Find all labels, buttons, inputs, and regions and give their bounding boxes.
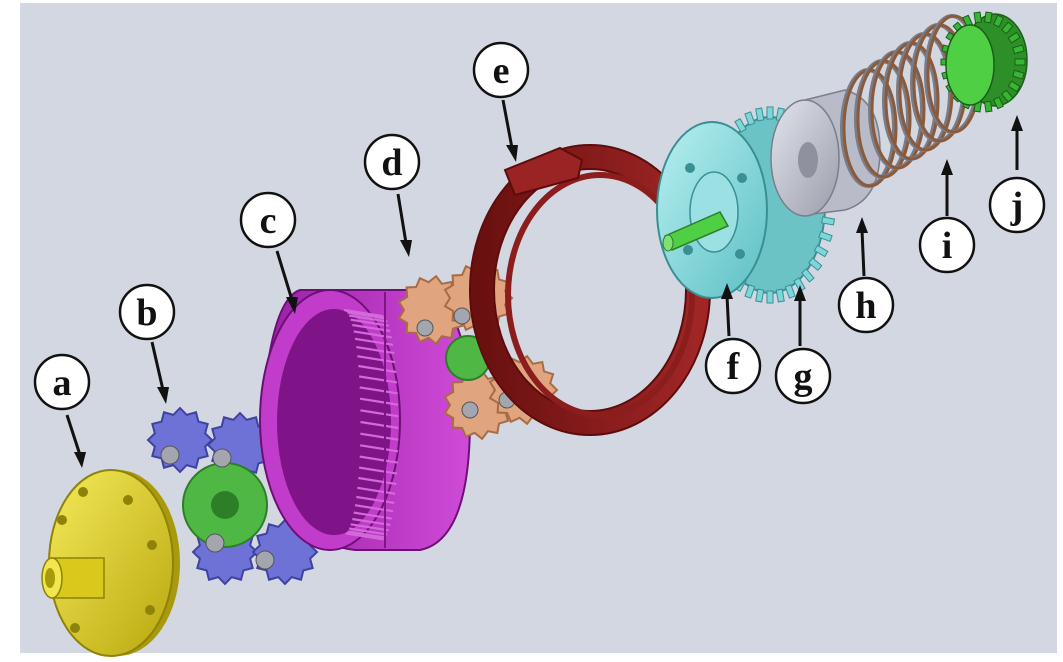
label-c: c [239,191,298,314]
ring-tooth [345,532,384,541]
label-b-text: b [136,292,157,334]
label-h-text: h [855,285,876,327]
ring-tooth [360,420,399,430]
ring-tooth [359,444,399,453]
ring-tooth [350,318,389,327]
ring-tooth [360,432,399,441]
label-d-text: d [381,142,402,184]
gear-tooth [1012,69,1025,80]
label-d: d [363,133,421,257]
ring-tooth [360,409,399,418]
gear-tooth [744,111,756,126]
ring-tooth [358,375,398,384]
ring-tooth [354,504,394,513]
gear-tooth [766,106,774,120]
ring-tooth [348,527,388,536]
ring-tooth [352,517,391,527]
label-e-text: e [493,50,510,92]
gear-tooth [744,284,756,299]
gear-tooth [808,257,823,272]
label-i: i [918,159,976,274]
label-a-text: a [53,362,72,404]
ring-tooth [347,311,386,320]
ring-tooth [358,466,398,475]
ring-tooth [357,486,396,495]
gear-tooth [992,14,1004,28]
label-j: j [988,115,1046,234]
ring-tooth [358,364,397,374]
part-a-flange [41,469,180,657]
gear-tooth [1012,44,1025,55]
label-b: b [118,283,176,404]
ring-tooth [347,530,386,539]
gear-tooth [801,268,815,283]
gear-tooth [818,230,833,242]
part-f-g-carrier-gear [656,106,836,304]
ring-tooth [356,346,395,355]
label-a: a [33,353,91,468]
gear-tooth [813,244,829,258]
part-c-ring-gear [259,289,472,551]
gear-tooth [775,288,785,303]
ring-tooth [359,386,398,395]
label-h: h [837,217,895,334]
gear-tooth [1007,31,1021,44]
ring-tooth [350,523,389,532]
ring-tooth [345,309,384,318]
gear-tooth [983,11,993,24]
gear-tooth [755,288,765,303]
ring-tooth [359,455,398,464]
label-i-text: i [942,225,953,267]
gear-tooth [821,216,836,226]
gear-tooth [973,11,983,24]
gear-tooth [983,100,993,113]
gear-tooth [734,117,747,133]
part-j-end-gear [940,11,1028,113]
ring-tooth [358,476,397,486]
gear-tooth [766,290,774,304]
part-b-planet-stage [146,406,319,586]
label-c-text: c [260,200,277,242]
label-g: g [774,285,832,405]
gear-tooth [755,107,765,122]
part-h-spacer [770,89,881,217]
label-g-text: g [794,356,813,398]
ring-tooth [356,495,395,504]
part-labels: a b c d e f [33,41,1046,468]
gear-tooth [1007,80,1021,93]
ring-tooth [354,337,394,346]
label-j-text: j [1010,185,1024,227]
ring-tooth [357,355,396,364]
ring-tooth [359,397,399,406]
label-f-text: f [727,346,741,388]
label-e: e [472,41,530,162]
ring-tooth [352,323,391,333]
gear-tooth [1001,89,1014,103]
gear-tooth [992,96,1004,110]
gear-tooth [784,284,796,299]
ring-tooth [348,314,388,323]
label-f: f [704,283,762,395]
gear-tooth [793,277,806,293]
gear-tooth [1014,58,1026,66]
gear-tooth [1001,21,1014,35]
